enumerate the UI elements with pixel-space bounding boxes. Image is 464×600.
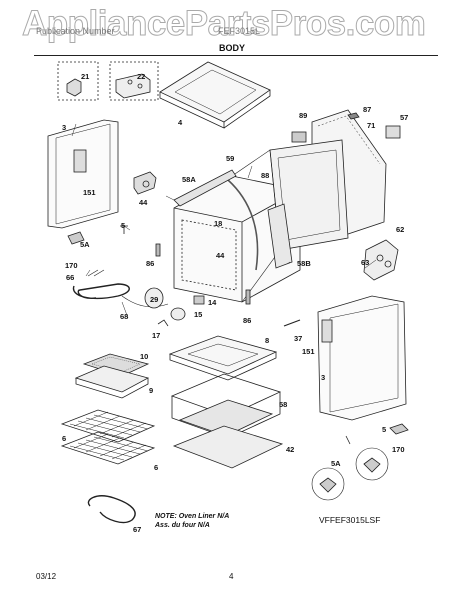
footer-date: 03/12 — [36, 572, 57, 581]
part-37-wire — [283, 319, 301, 327]
callout-87: 87 — [363, 105, 371, 114]
callout-68: 68 — [120, 312, 128, 321]
note-line-1: NOTE: Oven Liner N/A — [155, 513, 230, 520]
callout-170-b: 170 — [392, 445, 405, 454]
oven-liner-note: NOTE: Oven Liner N/A Ass. du four N/A — [155, 512, 229, 530]
callout-63: 63 — [361, 258, 369, 267]
part-hinge-screw — [345, 435, 351, 445]
part-58a-insulation — [173, 169, 237, 207]
note-line-2: Ass. du four N/A — [155, 522, 210, 529]
callout-88: 88 — [261, 171, 269, 180]
callout-3-b: 3 — [321, 373, 325, 382]
part-17-clip — [157, 319, 169, 327]
callout-29: 29 — [150, 295, 158, 304]
part-14-switch — [193, 295, 205, 305]
callout-14: 14 — [208, 298, 217, 307]
callout-9: 9 — [149, 386, 153, 395]
part-86-clip-b — [245, 289, 251, 305]
callout-58A: 58A — [182, 175, 196, 184]
callout-17: 17 — [152, 331, 160, 340]
part-62-terminal-block — [363, 239, 399, 281]
part-4-top-panel — [159, 61, 271, 129]
callout-5: 5 — [121, 221, 125, 230]
callout-8: 8 — [265, 336, 269, 345]
callout-37: 37 — [294, 334, 302, 343]
part-22-bracket — [109, 61, 159, 101]
part-6-oven-rack-lower — [60, 431, 156, 465]
part-5-hinge-detail — [355, 447, 389, 481]
model-number: VFFEF3015LSF — [319, 515, 381, 525]
callout-15: 15 — [194, 310, 202, 319]
header-rule — [34, 55, 438, 56]
callout-44: 44 — [139, 198, 148, 207]
part-3-right-side-panel — [317, 295, 407, 421]
part-8-oven-bottom — [168, 335, 278, 381]
part-6-oven-rack-upper — [60, 409, 156, 443]
callout-4: 4 — [178, 118, 183, 127]
callout-labels: 21 22 4 3 89 87 71 57 59 58A 88 151 44 5… — [62, 72, 408, 534]
callout-6: 6 — [62, 434, 66, 443]
part-29-thermostat — [144, 287, 164, 309]
callout-58B: 58B — [297, 259, 311, 268]
part-68-wire — [121, 295, 169, 308]
publication-number: Publication Number — [36, 26, 115, 36]
part-170-bracket — [389, 423, 409, 435]
callout-170: 170 — [65, 261, 78, 270]
callout-86: 86 — [146, 259, 154, 268]
callout-89: 89 — [299, 111, 307, 120]
part-42-bottom-plate — [172, 425, 284, 469]
callout-5A: 5A — [80, 240, 90, 249]
part-21-bracket — [57, 61, 99, 101]
callout-67: 67 — [133, 525, 141, 534]
callout-18: 18 — [214, 219, 222, 228]
callout-59: 59 — [226, 154, 234, 163]
callout-10: 10 — [140, 352, 148, 361]
callout-58: 58 — [279, 400, 287, 409]
part-44-latch — [133, 171, 157, 195]
part-9-broil-pan — [74, 365, 150, 399]
callout-151-b: 151 — [302, 347, 315, 356]
model-header: FEF3015L — [218, 26, 261, 36]
part-86-clip — [155, 243, 161, 257]
part-3-left-side-panel — [47, 119, 119, 229]
callout-71: 71 — [367, 121, 375, 130]
callout-44-b: 44 — [216, 251, 225, 260]
watermark: AppliancePartsPros.com — [21, 4, 426, 44]
part-58b-insulation — [267, 203, 293, 269]
part-body-cabinet — [173, 139, 349, 303]
page-number: 4 — [229, 572, 234, 581]
part-66-bake-element — [72, 269, 130, 300]
callout-42: 42 — [286, 445, 294, 454]
callout-62: 62 — [396, 225, 404, 234]
callout-22: 22 — [137, 72, 145, 81]
section-title: BODY — [219, 43, 246, 53]
part-5a-hinge-receiver — [311, 467, 345, 501]
callout-86-b: 86 — [243, 316, 251, 325]
part-67-broil-element — [87, 495, 136, 524]
callout-57: 57 — [400, 113, 408, 122]
callout-5A-b: 5A — [331, 459, 341, 468]
part-5a-hinge — [67, 231, 85, 245]
callout-21: 21 — [81, 72, 89, 81]
callout-5-b: 5 — [382, 425, 386, 434]
part-15-knob — [170, 307, 186, 321]
callout-66: 66 — [66, 273, 74, 282]
callout-151: 151 — [83, 188, 96, 197]
callout-6-b: 6 — [154, 463, 158, 472]
callout-3: 3 — [62, 123, 66, 132]
